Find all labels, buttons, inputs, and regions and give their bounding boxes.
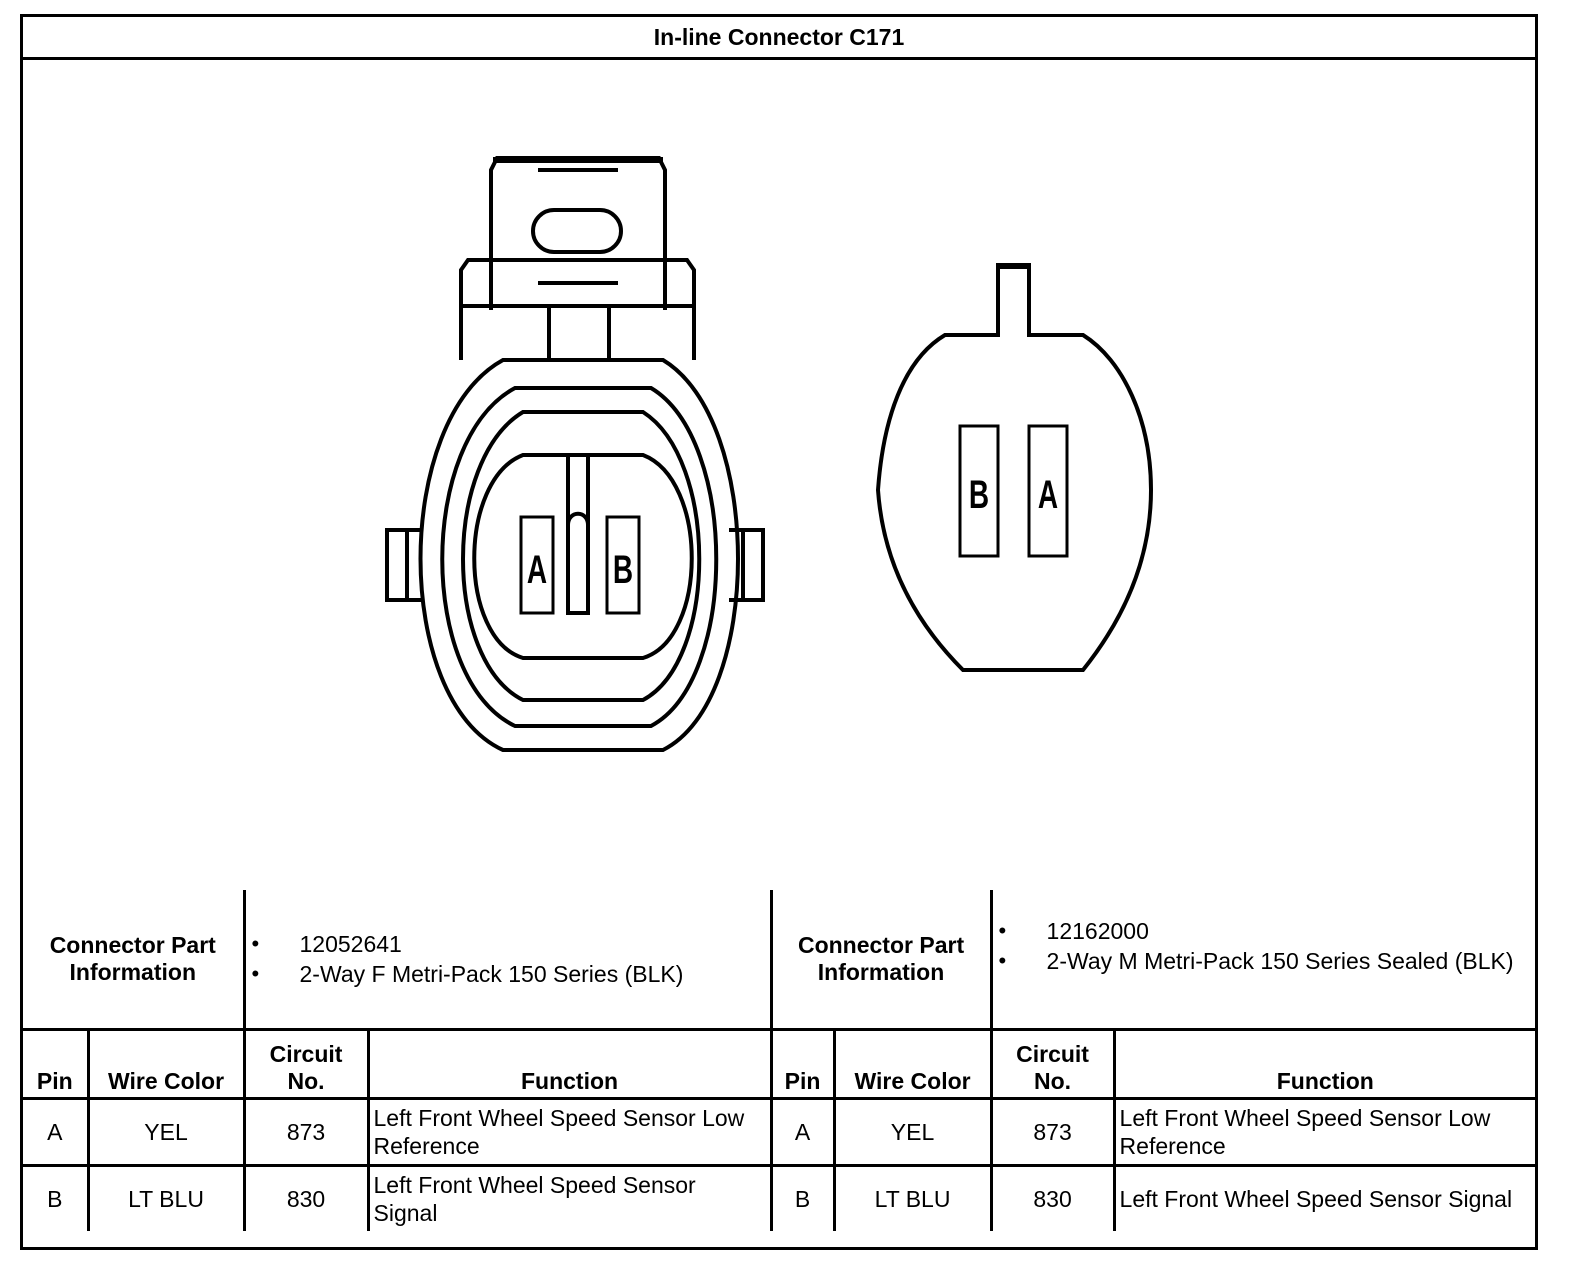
right-part-description: 2-Way M Metri-Pack 150 Series Sealed (BL… bbox=[999, 946, 1532, 976]
left-part-info: 12052641 2-Way F Metri-Pack 150 Series (… bbox=[242, 890, 773, 1031]
page-title: In-line Connector C171 bbox=[23, 17, 1535, 60]
left-pin-a-label: A bbox=[527, 548, 547, 592]
left-circuit-cell: 873 bbox=[242, 1097, 370, 1167]
left-function-header: Function bbox=[366, 1028, 773, 1100]
part-info-row: Connector Part Information 12052641 2-Wa… bbox=[23, 890, 1536, 1031]
right-circuit-cell: 873 bbox=[989, 1097, 1116, 1167]
right-connector-face bbox=[875, 263, 1154, 672]
right-circuit-cell: 830 bbox=[989, 1164, 1116, 1231]
right-function-cell: Left Front Wheel Speed Sensor Signal bbox=[1112, 1164, 1536, 1231]
table-header-row: Pin Wire Color Circuit No. Function Pin … bbox=[23, 1028, 1536, 1100]
right-wire-color-cell: YEL bbox=[832, 1097, 993, 1167]
connector-drawing: A B B A bbox=[23, 60, 1535, 890]
left-function-cell: Left Front Wheel Speed Sensor Low Refere… bbox=[366, 1097, 773, 1167]
table-row: B LT BLU 830 Left Front Wheel Speed Sens… bbox=[23, 1164, 1536, 1231]
right-function-cell: Left Front Wheel Speed Sensor Low Refere… bbox=[1112, 1097, 1536, 1167]
table-row: A YEL 873 Left Front Wheel Speed Sensor … bbox=[23, 1097, 1536, 1167]
right-pin-header: Pin bbox=[769, 1028, 836, 1100]
connector-info-table: Connector Part Information 12052641 2-Wa… bbox=[23, 890, 1536, 1231]
right-circuit-header: Circuit No. bbox=[989, 1028, 1116, 1100]
right-part-label: Connector Part Information bbox=[769, 890, 993, 1031]
right-function-header: Function bbox=[1112, 1028, 1536, 1100]
left-pin-header: Pin bbox=[23, 1028, 90, 1100]
left-circuit-header: Circuit No. bbox=[242, 1028, 370, 1100]
left-wire-color-cell: LT BLU bbox=[86, 1164, 246, 1231]
right-part-info: 12162000 2-Way M Metri-Pack 150 Series S… bbox=[989, 890, 1536, 1031]
left-connector-face bbox=[385, 156, 765, 752]
right-pin-b-label: B bbox=[969, 473, 989, 517]
right-wire-color-header: Wire Color bbox=[832, 1028, 993, 1100]
right-pin-a-label: A bbox=[1038, 473, 1058, 517]
right-part-number: 12162000 bbox=[999, 916, 1532, 946]
left-part-label: Connector Part Information bbox=[23, 890, 246, 1031]
right-wire-color-cell: LT BLU bbox=[832, 1164, 993, 1231]
left-part-description: 2-Way F Metri-Pack 150 Series (BLK) bbox=[252, 959, 766, 989]
left-function-cell: Left Front Wheel Speed Sensor Signal bbox=[366, 1164, 773, 1231]
left-part-number: 12052641 bbox=[252, 929, 766, 959]
left-pin-b-label: B bbox=[613, 548, 633, 592]
right-pin-cell: B bbox=[769, 1164, 836, 1231]
left-wire-color-header: Wire Color bbox=[86, 1028, 246, 1100]
left-pin-cell: A bbox=[23, 1097, 90, 1167]
connector-sheet: In-line Connector C171 bbox=[20, 14, 1538, 1250]
connector-diagram: A B B A bbox=[385, 156, 1154, 752]
left-pin-cell: B bbox=[23, 1164, 90, 1231]
left-circuit-cell: 830 bbox=[242, 1164, 370, 1231]
left-wire-color-cell: YEL bbox=[86, 1097, 246, 1167]
right-pin-cell: A bbox=[769, 1097, 836, 1167]
